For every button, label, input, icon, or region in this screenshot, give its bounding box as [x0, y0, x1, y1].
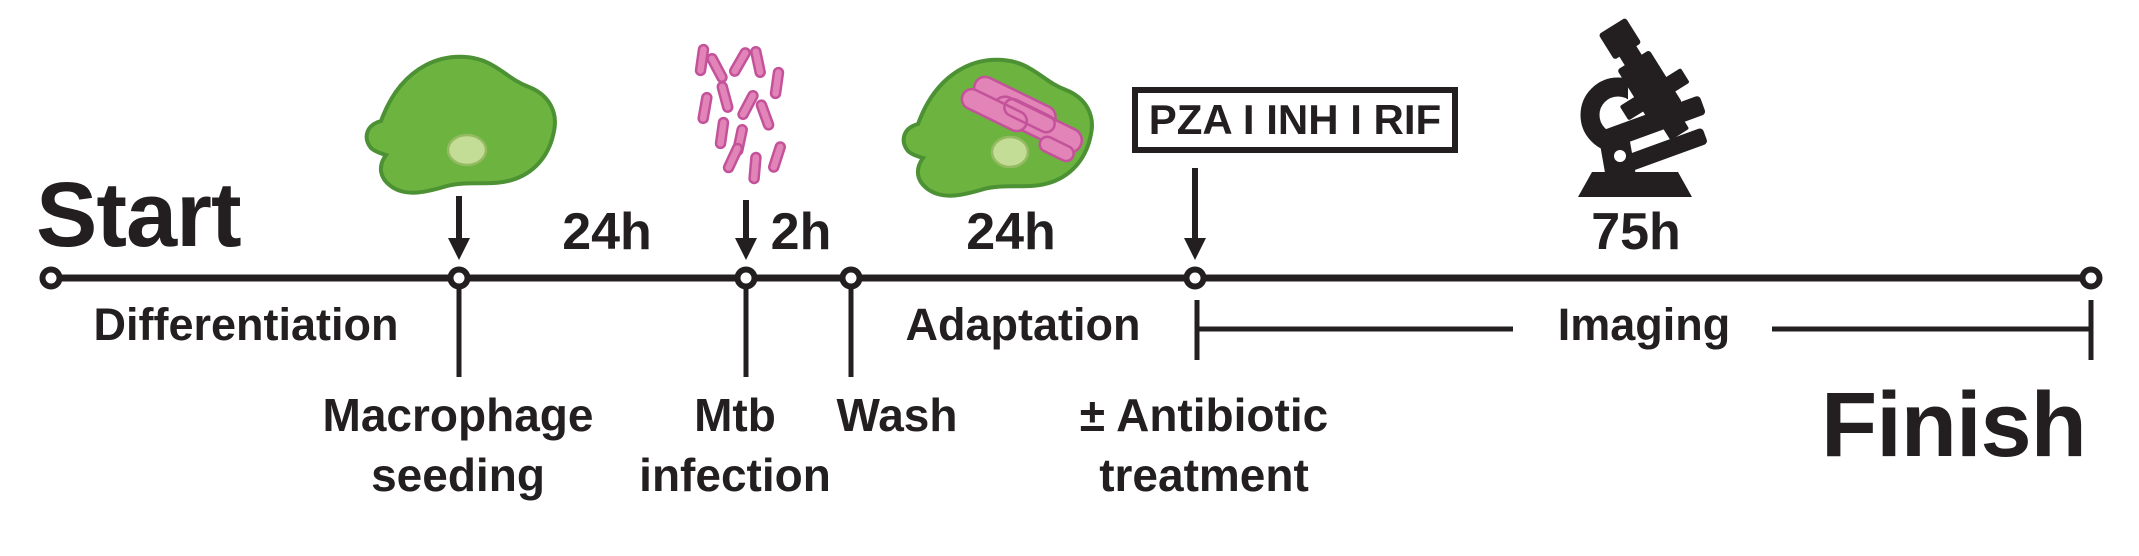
duration-imaging: 75h: [1591, 203, 1681, 261]
infected-macrophage-icon: [901, 57, 1094, 198]
microscope-icon: [1578, 18, 1708, 197]
timeline-node: [734, 266, 758, 290]
mtb-bacteria-icon: [694, 43, 786, 185]
finish-label: Finish: [1821, 374, 2087, 476]
infection-arrow-icon: [735, 200, 757, 260]
timeline-node: [839, 266, 863, 290]
antibiotic-arrow-icon: [1184, 168, 1206, 260]
antibiotics-box-label: PZA I INH I RIF: [1148, 96, 1442, 143]
duration-infection: 2h: [770, 203, 832, 261]
duration-seeding-to-infection: 24h: [562, 203, 652, 261]
phase-imaging: Imaging: [1557, 299, 1731, 350]
event-macrophage-seeding-line2: seeding: [371, 448, 545, 501]
duration-adaptation: 24h: [966, 203, 1056, 261]
intracellular-mtb-clump: [960, 75, 1084, 163]
event-wash-line1: Wash: [836, 389, 958, 441]
event-antibiotic-treatment: ± Antibiotic treatment: [1080, 386, 1328, 506]
timeline-axis: [39, 266, 2103, 377]
event-mtb-infection: Mtb infection: [639, 386, 831, 506]
timeline-node: [2079, 266, 2103, 290]
event-macrophage-seeding-line1: Macrophage: [322, 389, 594, 441]
event-macrophage-seeding: Macrophage seeding: [323, 386, 594, 506]
event-mtb-infection-line1: Mtb: [694, 389, 776, 441]
seeding-arrow-icon: [448, 196, 470, 260]
timeline-node: [39, 266, 63, 290]
event-antibiotic-treatment-line2: treatment: [1099, 448, 1309, 501]
timeline-node: [1183, 266, 1207, 290]
start-label: Start: [36, 164, 242, 266]
phase-adaptation: Adaptation: [905, 299, 1141, 350]
macrophage-icon: [364, 54, 557, 195]
event-antibiotic-treatment-line1: ± Antibiotic: [1079, 389, 1329, 441]
antibiotics-box: PZA I INH I RIF: [1132, 87, 1458, 153]
event-mtb-infection-line2: infection: [639, 448, 831, 501]
imaging-bracket: [1194, 300, 2094, 360]
event-wash: Wash: [837, 386, 958, 446]
phase-differentiation: Differentiation: [93, 299, 399, 350]
timeline-node: [447, 266, 471, 290]
